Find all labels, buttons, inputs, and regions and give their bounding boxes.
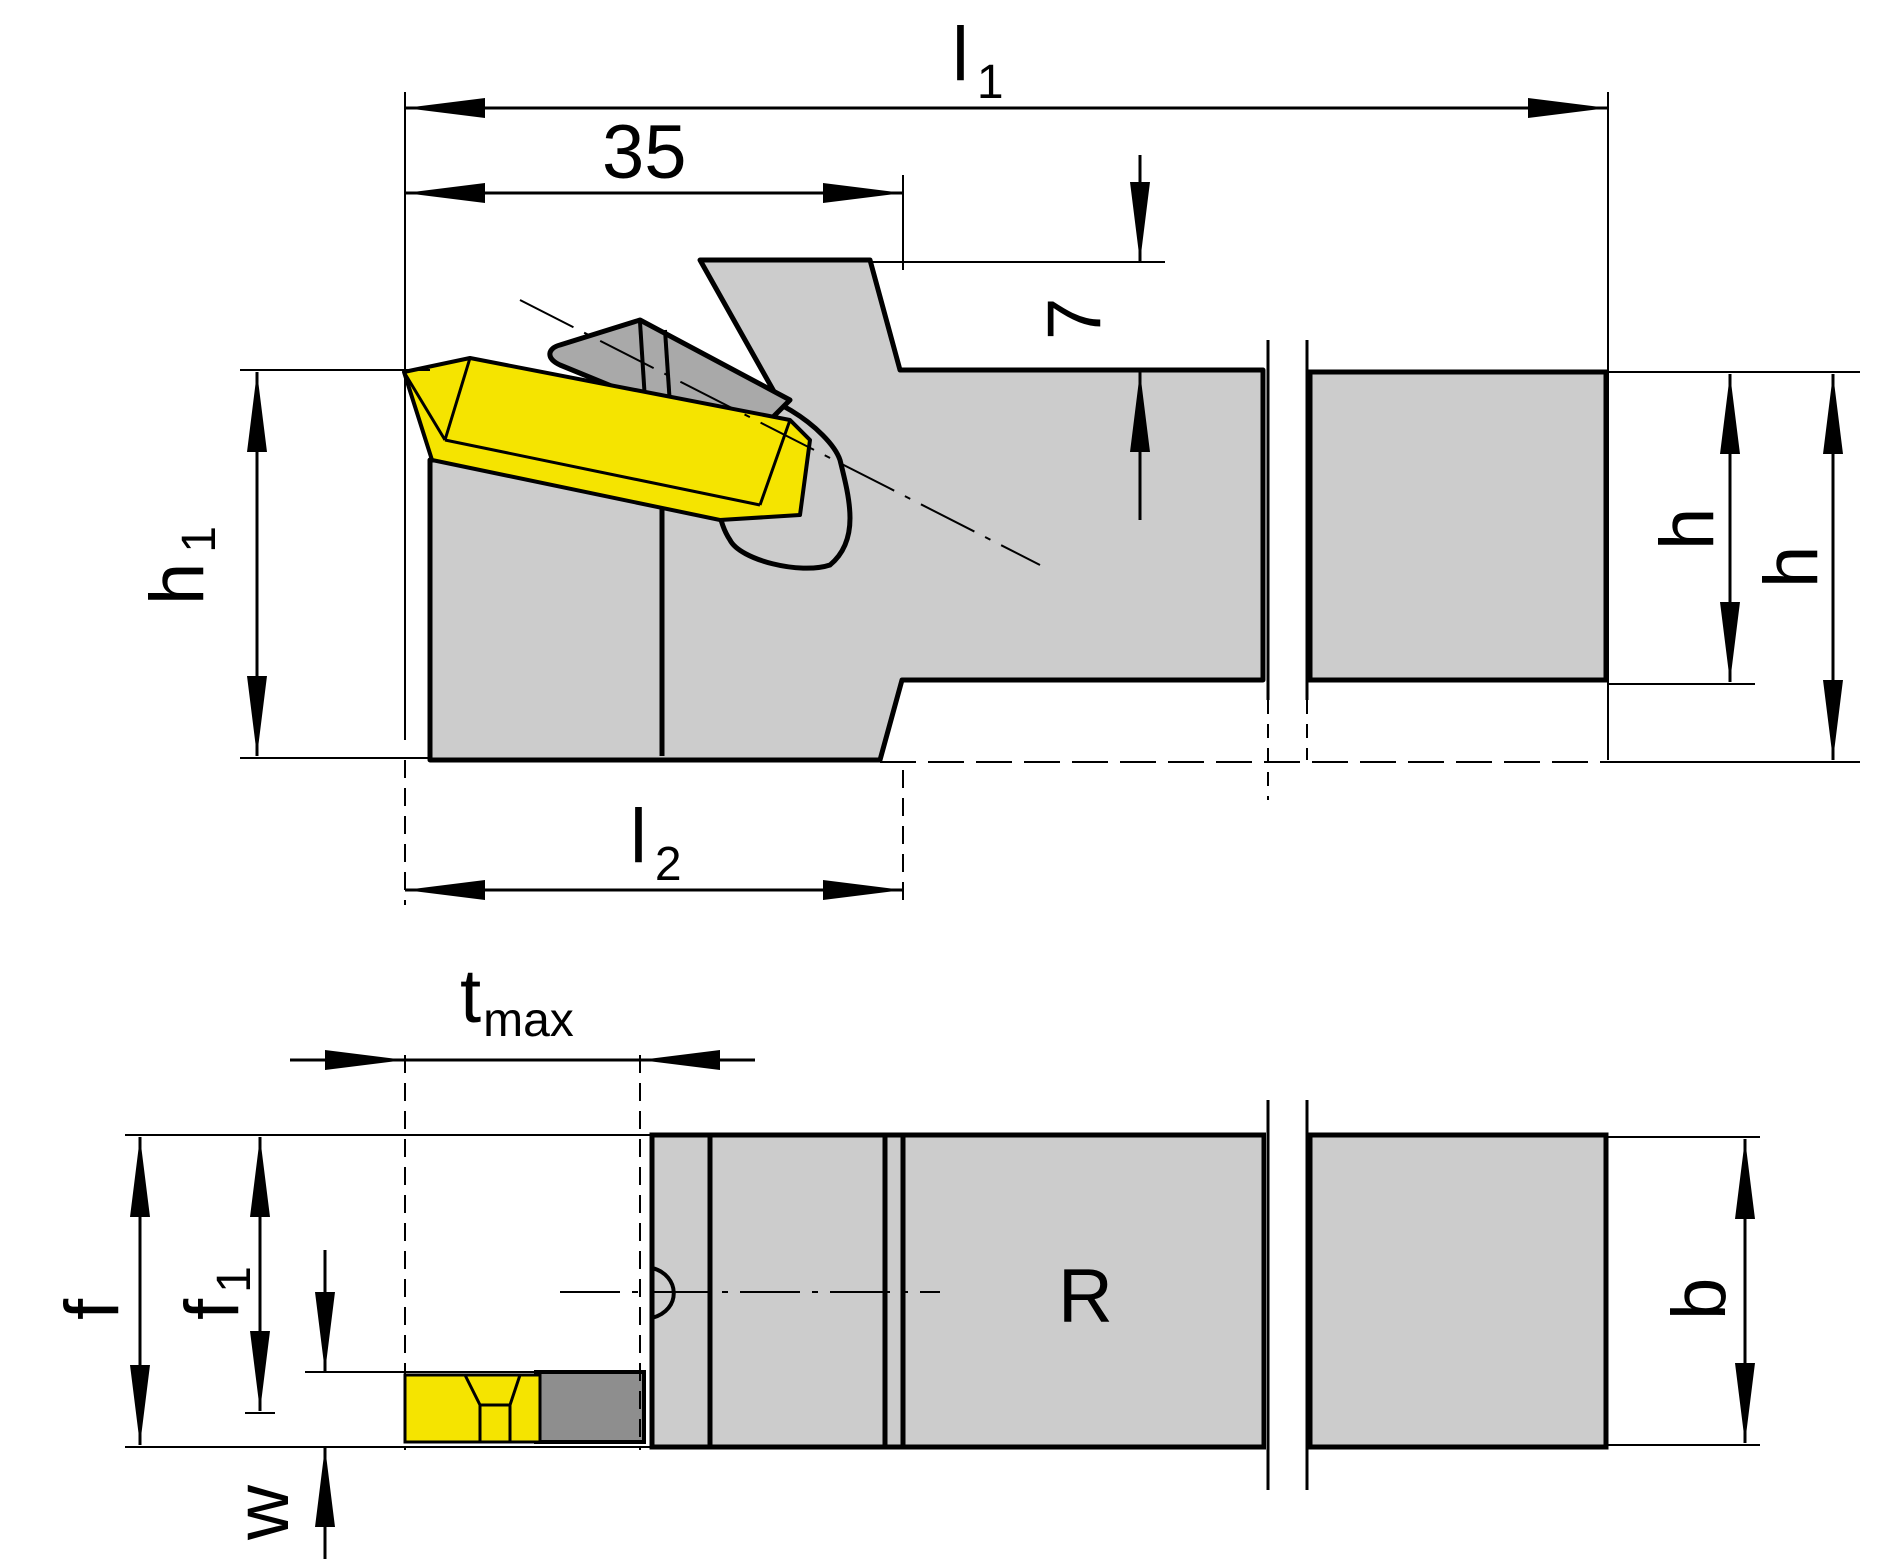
cutting-insert-top (403, 1373, 542, 1444)
clamp-edge (663, 329, 672, 406)
insert-facet (463, 1373, 522, 1442)
label-7: 7 (1032, 298, 1117, 340)
label-f: f (50, 1298, 135, 1320)
insert-stem-top (534, 1370, 646, 1444)
top-view: tmax f f1 w b R (50, 954, 1760, 1559)
label-b: b (1657, 1278, 1742, 1320)
shank-right-top (1307, 1132, 1609, 1450)
label-f1: f1 (170, 1266, 261, 1320)
insert-facet (402, 357, 792, 507)
break-gap-top (1266, 1095, 1308, 1495)
label-h-outer: h (1749, 546, 1834, 588)
label-h-inner: h (1645, 508, 1730, 550)
label-35: 35 (602, 110, 687, 195)
label-tmax: tmax (460, 954, 574, 1047)
label-h1: h1 (135, 526, 226, 605)
cutting-insert-side (402, 356, 812, 522)
label-w: w (220, 1484, 305, 1541)
shank-right-side (1307, 369, 1609, 683)
break-gap-side (1266, 330, 1308, 730)
center-line-side (519, 299, 1041, 566)
clamp-edge (638, 321, 647, 401)
label-hand-R: R (1058, 1254, 1113, 1339)
